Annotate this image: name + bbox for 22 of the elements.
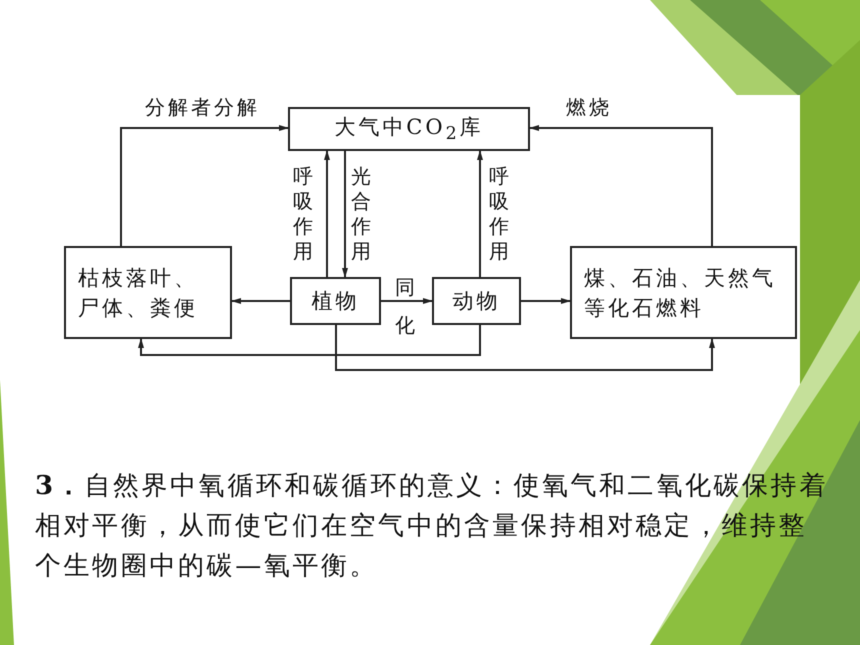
process-box: 植物 <box>290 277 381 325</box>
arrow <box>529 125 713 246</box>
process-box: 大气中CO$_{2}$库 <box>288 107 530 151</box>
edge-label: 分解者分解 <box>145 94 260 121</box>
process-box: 动物 <box>432 277 521 325</box>
edge-label: 呼吸作用 <box>293 164 314 264</box>
edge-label: 呼吸作用 <box>489 164 510 264</box>
arrow <box>342 151 348 278</box>
arrow <box>324 150 330 277</box>
arrow <box>120 125 289 246</box>
arrow <box>231 298 290 304</box>
arrow <box>138 325 481 356</box>
edge-label: 燃烧 <box>566 94 612 121</box>
arrow <box>477 150 483 277</box>
arrow <box>335 325 715 371</box>
edge-label: 光合作用 <box>351 164 372 264</box>
paragraph: 3．自然界中氧循环和碳循环的意义：使氧气和二氧化碳保持着相对平衡，从而使它们在空气中的含量保持相对稳定，维持整个生物圈中的碳—氧平衡。 <box>35 470 829 583</box>
edge-label: 同化 <box>395 274 416 339</box>
process-box: 煤、石油、天然气等化石燃料 <box>570 246 797 339</box>
process-box: 枯枝落叶、尸体、粪便 <box>64 246 232 339</box>
arrow <box>381 298 433 304</box>
arrow <box>521 298 571 304</box>
